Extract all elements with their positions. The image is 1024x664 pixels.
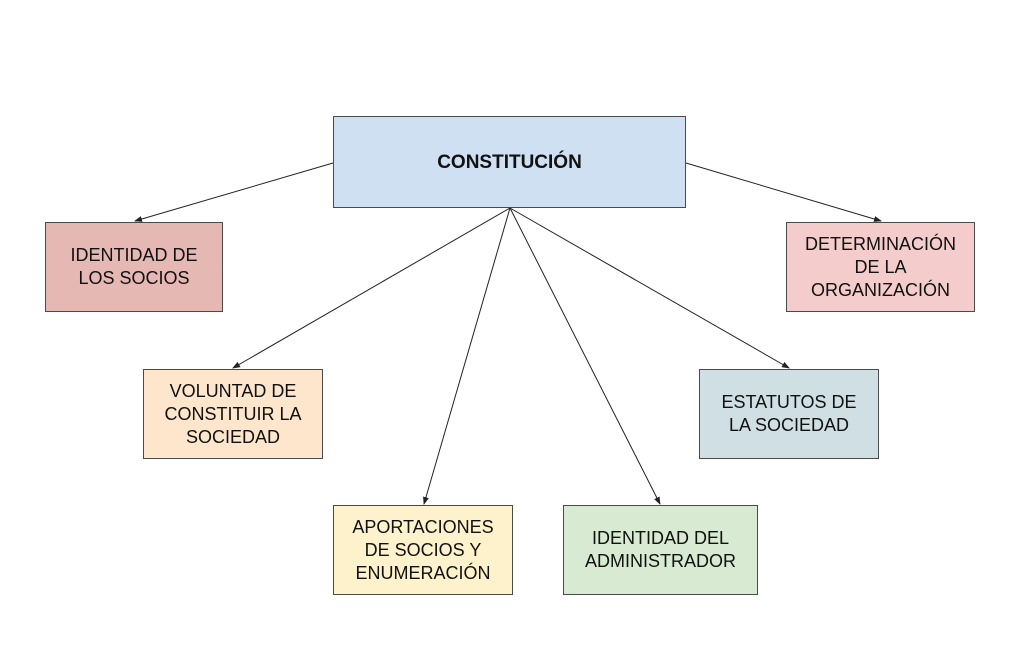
arrow-to-aportaciones: [423, 207, 511, 505]
arrow-to-estatutos: [509, 207, 790, 369]
arrow-to-administrador: [509, 207, 661, 505]
node-aportaciones-line: ENUMERACIÓN: [355, 562, 491, 583]
node-constitucion-label: CONSTITUCIÓN: [437, 151, 582, 173]
node-determinacion-line: DE LA: [854, 256, 907, 277]
node-voluntad-line: VOLUNTAD DE: [169, 380, 297, 401]
node-voluntad: VOLUNTAD DE CONSTITUIR LA SOCIEDAD: [143, 369, 323, 459]
arrow-to-determinacion: [685, 162, 882, 222]
node-identidad-socios: IDENTIDAD DE LOS SOCIOS: [45, 222, 223, 312]
arrow-to-identidad-socios: [134, 162, 334, 222]
node-constitucion: CONSTITUCIÓN: [333, 116, 686, 208]
node-aportaciones-line: APORTACIONES: [352, 516, 494, 537]
node-identidad-socios-line: LOS SOCIOS: [78, 268, 190, 288]
node-voluntad-line: CONSTITUIR LA: [164, 403, 302, 424]
node-identidad-socios-line: IDENTIDAD DE: [70, 245, 198, 265]
node-estatutos-line: LA SOCIEDAD: [728, 415, 850, 435]
node-administrador-line: ADMINISTRADOR: [584, 551, 736, 571]
node-determinacion-line: DETERMINACIÓN: [804, 233, 956, 254]
node-determinacion-line: ORGANIZACIÓN: [810, 279, 950, 300]
arrow-to-voluntad: [232, 207, 511, 369]
node-administrador: IDENTIDAD DEL ADMINISTRADOR: [563, 505, 758, 595]
node-aportaciones-line: DE SOCIOS Y: [364, 539, 482, 560]
node-determinacion: DETERMINACIÓN DE LA ORGANIZACIÓN: [786, 222, 975, 312]
node-voluntad-line: SOCIEDAD: [185, 426, 280, 447]
node-administrador-line: IDENTIDAD DEL: [591, 528, 729, 548]
node-estatutos-line: ESTATUTOS DE: [721, 392, 857, 412]
node-aportaciones: APORTACIONES DE SOCIOS Y ENUMERACIÓN: [333, 505, 513, 595]
node-estatutos: ESTATUTOS DE LA SOCIEDAD: [699, 369, 879, 459]
